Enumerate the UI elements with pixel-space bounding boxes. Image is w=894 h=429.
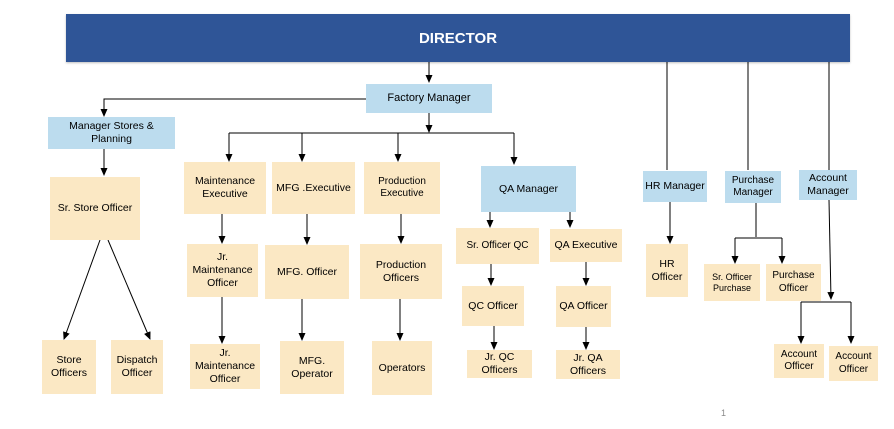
sr-officer-purchase-node: Sr. Officer Purchase [704,264,760,301]
jr-maintenance-officer-node: Jr. Maintenance Officer [190,344,260,389]
mfg-operator-node: MFG. Operator [280,341,344,394]
account-officer-node: Account Officer [774,344,824,378]
jr-qa-officers-node: Jr. QA Officers [556,350,620,379]
jr-qc-officers-node: Jr. QC Officers [467,350,532,378]
hr-manager-node: HR Manager [643,171,707,202]
dispatch-officer-node: Dispatch Officer [111,340,163,394]
sr-store-officer-node: Sr. Store Officer [50,177,140,240]
manager-stores-node: Manager Stores & Planning [48,117,175,149]
director-node: DIRECTOR [66,14,850,62]
mfg-executive-node: MFG .Executive [272,162,355,214]
store-officers-node: Store Officers [42,340,96,394]
operators-node: Operators [372,341,432,395]
purchase-officer-node: Purchase Officer [766,264,821,301]
account-officer-node: Account Officer [829,346,878,381]
qa-officer-node: QA Officer [556,286,611,327]
purchase-manager-node: Purchase Manager [725,171,781,203]
qc-officer-node: QC Officer [462,286,524,326]
maintenance-executive-node: Maintenance Executive [184,162,266,214]
production-executive-node: Production Executive [364,162,440,214]
production-officers-node: Production Officers [360,244,442,299]
account-manager-node: Account Manager [799,170,857,200]
factory-manager-node: Factory Manager [366,84,492,113]
sr-officer-qc-node: Sr. Officer QC [456,228,539,264]
page-number: 1 [721,408,727,418]
qa-executive-node: QA Executive [550,229,622,262]
mfg-officer-node: MFG. Officer [265,245,349,299]
qa-manager-node: QA Manager [481,166,576,212]
hr-officer-node: HR Officer [646,244,688,297]
jr-maintenance-officer-node: Jr. Maintenance Officer [187,244,258,297]
